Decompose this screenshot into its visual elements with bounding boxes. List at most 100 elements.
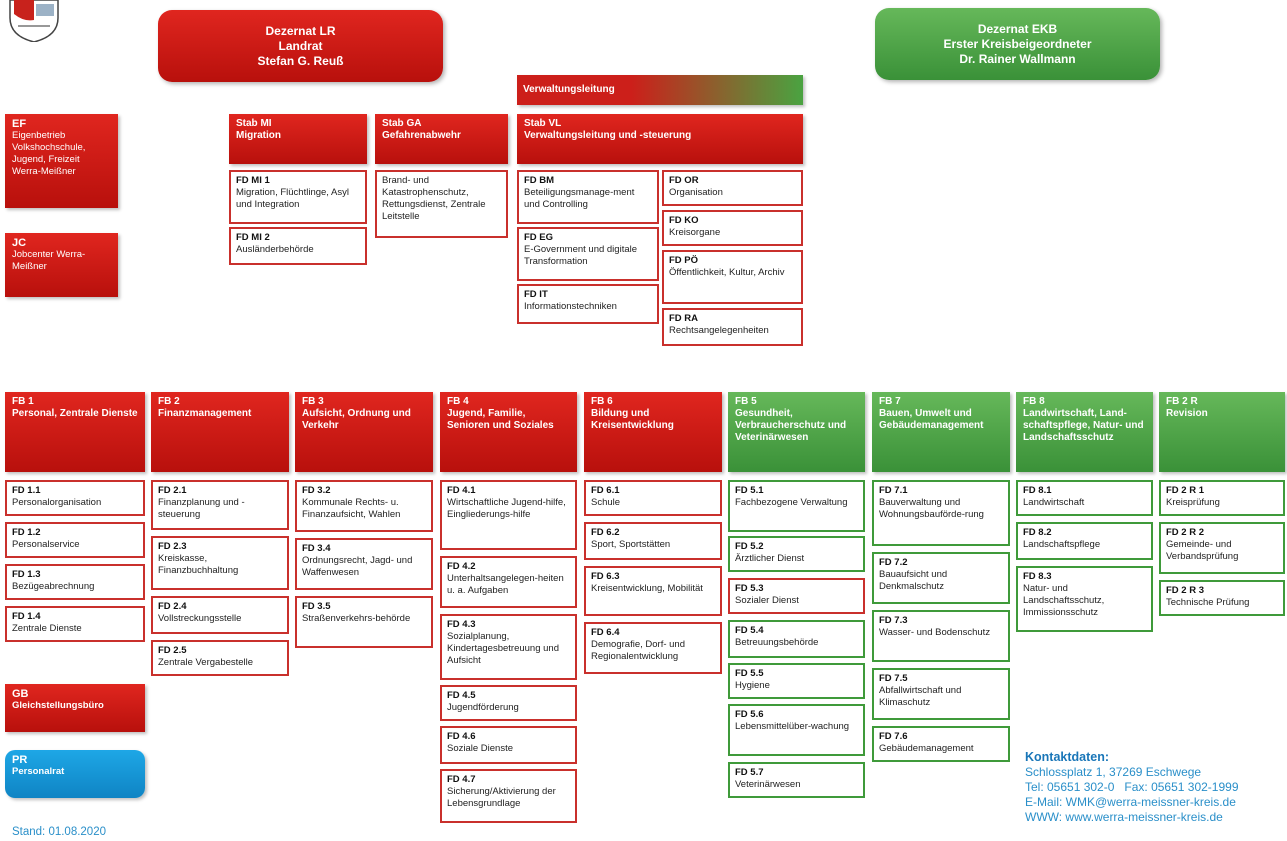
- fd-code: FD MI 2: [236, 232, 270, 243]
- fb-header: FB 1 Personal, Zentrale Dienste: [5, 392, 145, 472]
- fb-code: FB 1: [12, 396, 34, 407]
- fd-text: Straßenverkehrs-behörde: [302, 613, 411, 624]
- fb-header: FB 8 Landwirtschaft, Land-schaftspflege,…: [1016, 392, 1153, 472]
- fd-code: FD KO: [669, 215, 699, 226]
- jc-box: JC Jobcenter Werra-Meißner: [5, 233, 118, 297]
- fd-code: FD 6.3: [591, 571, 620, 582]
- fd-text: Rechtsangelegenheiten: [669, 325, 769, 336]
- fd-text: Beteiligungsmanage-ment und Controlling: [524, 187, 635, 210]
- fb-title: Finanzmanagement: [158, 408, 252, 419]
- fd-text: Organisation: [669, 187, 723, 198]
- fb-header: FB 3 Aufsicht, Ordnung und Verkehr: [295, 392, 433, 472]
- fd-eg-box: FD EG E-Government und digitale Transfor…: [517, 227, 659, 281]
- fd-text: Ärztlicher Dienst: [735, 553, 805, 564]
- fd-text: Kreisprüfung: [1166, 497, 1220, 508]
- contact-email[interactable]: E-Mail: WMK@werra-meissner-kreis.de: [1025, 795, 1236, 809]
- fb-header: FB 7 Bauen, Umwelt und Gebäudemanagement: [872, 392, 1010, 472]
- fd-code: FD RA: [669, 313, 699, 324]
- fd-code: FD PÖ: [669, 255, 699, 266]
- fd-ko-box: FD KO Kreisorgane: [662, 210, 803, 246]
- fb-title: Aufsicht, Ordnung und Verkehr: [302, 408, 411, 431]
- ef-box: EF Eigenbetrieb Volkshochschule, Jugend,…: [5, 114, 118, 208]
- fd-text: Brand- und Katastrophenschutz, Rettungsd…: [382, 175, 486, 222]
- fd-text: Schule: [591, 497, 621, 508]
- fd-po-box: FD PÖ Öffentlichkeit, Kultur, Archiv: [662, 250, 803, 304]
- contact-address: Schlossplatz 1, 37269 Eschwege: [1025, 765, 1202, 779]
- fd-text: Wasser- und Bodenschutz: [879, 627, 991, 638]
- pr-box: PR Personalrat: [5, 750, 145, 798]
- gb-box: GB Gleichstellungsbüro: [5, 684, 145, 732]
- fd-text: Kreisentwicklung, Mobilität: [591, 583, 703, 594]
- fd-text: Personalorganisation: [12, 497, 102, 508]
- fd-text: Lebensmittelüber-wachung: [735, 721, 850, 732]
- fd-text: Soziale Dienste: [447, 743, 514, 754]
- fd-code: FD 8.3: [1023, 571, 1052, 582]
- fd-code: FD 8.2: [1023, 527, 1052, 538]
- fb-code: FB 6: [591, 396, 613, 407]
- fd-text: Informationstechniken: [524, 301, 617, 312]
- stab-ga-code: Stab GA: [382, 118, 422, 129]
- pr-text: Personalrat: [12, 766, 65, 777]
- fd-code: FD 5.7: [735, 767, 764, 778]
- dezernat-ekb-line: Dezernat EKB: [977, 21, 1058, 36]
- fd-text: Kreiskasse, Finanzbuchhaltung: [158, 553, 239, 576]
- fd-text: Bauaufsicht und Denkmalschutz: [879, 569, 948, 592]
- fd-text: Demografie, Dorf- und Regionalentwicklun…: [591, 639, 685, 662]
- coat-of-arms-logo: [9, 0, 59, 42]
- verwaltungsleitung-label: Verwaltungsleitung: [523, 84, 615, 95]
- stab-ga-title: Gefahrenabwehr: [382, 130, 461, 141]
- fd-code: FD 3.5: [302, 601, 331, 612]
- fb-code: FB 5: [735, 396, 757, 407]
- fd-code: FD 1.2: [12, 527, 41, 538]
- dezernat-lr-line: Stefan G. Reuß: [257, 53, 344, 68]
- fd-bm-box: FD BM Beteiligungsmanage-ment und Contro…: [517, 170, 659, 224]
- fd-code: FD 7.6: [879, 731, 908, 742]
- fd-code: FD 1.3: [12, 569, 41, 580]
- fd-code: FD 6.2: [591, 527, 620, 538]
- fd-code: FD 3.4: [302, 543, 331, 554]
- fd-text: Wirtschaftliche Jugend-hilfe, Einglieder…: [447, 497, 566, 520]
- fb-header: FB 6 Bildung und Kreisentwicklung: [584, 392, 722, 472]
- fd-code: FD 5.5: [735, 668, 764, 679]
- fd-text: Technische Prüfung: [1166, 597, 1250, 608]
- fd-code: FD 2 R 1: [1166, 485, 1205, 496]
- fb-code: FB 2 R: [1166, 396, 1198, 407]
- fd-code: FD 4.6: [447, 731, 476, 742]
- fd-code: FD 2 R 3: [1166, 585, 1205, 596]
- fd-text: Sozialplanung, Kindertagesbetreuung und …: [447, 631, 559, 666]
- fd-code: FD 2.3: [158, 541, 187, 552]
- fd-text: Kommunale Rechts- u. Finanzaufsicht, Wah…: [302, 497, 401, 520]
- fd-text: Unterhaltsangelegen-heiten u. a. Aufgabe…: [447, 573, 564, 596]
- gb-code: GB: [12, 688, 29, 700]
- contact-website[interactable]: WWW: www.werra-meissner-kreis.de: [1025, 810, 1223, 824]
- pr-code: PR: [12, 754, 28, 766]
- fd-code: FD 2.5: [158, 645, 187, 656]
- fd-text: Sport, Sportstätten: [591, 539, 671, 550]
- stab-vl-title: Verwaltungsleitung und -steuerung: [524, 130, 692, 141]
- fb-code: FB 8: [1023, 396, 1045, 407]
- fb-code: FB 7: [879, 396, 901, 407]
- fd-code: FD 7.3: [879, 615, 908, 626]
- fd-code: FD 6.1: [591, 485, 620, 496]
- fb-title: Jugend, Familie, Senioren und Soziales: [447, 408, 554, 431]
- fd-code: FD EG: [524, 232, 554, 243]
- fd-text: Ausländerbehörde: [236, 244, 314, 255]
